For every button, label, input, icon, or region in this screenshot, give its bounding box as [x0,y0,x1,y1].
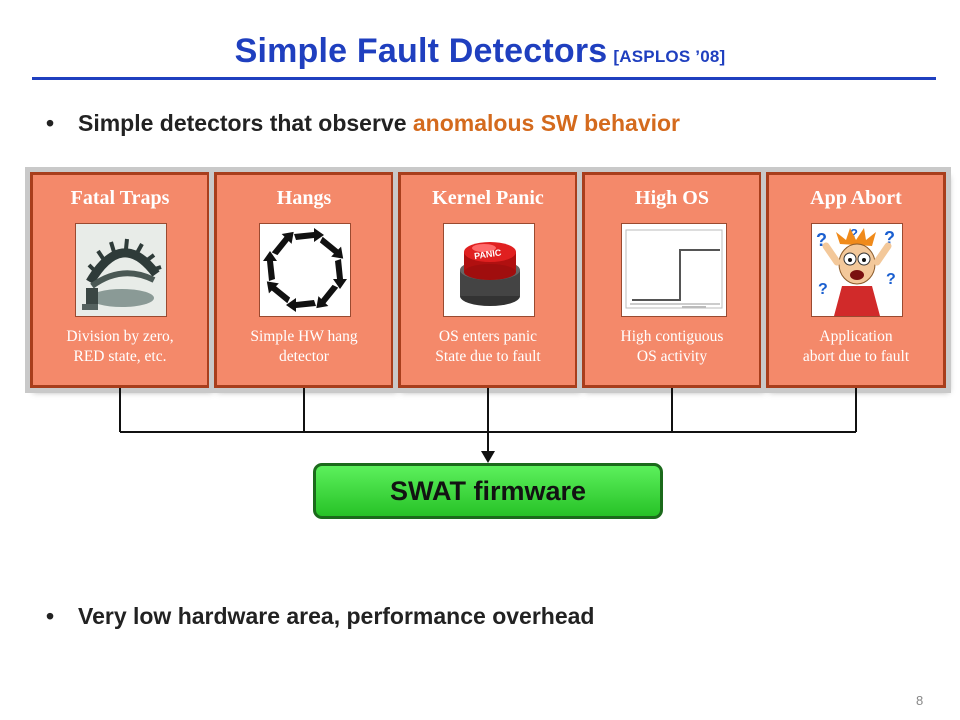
swat-firmware-box: SWAT firmware [313,463,663,519]
card-description: Simple HW hang detector [217,327,391,367]
card-desc-line: OS activity [636,348,708,365]
card-desc-line: Division by zero, [66,328,174,345]
card-desc-line: RED state, etc. [73,348,167,365]
card-title: High OS [635,187,709,209]
trap-icon [75,223,167,317]
bullet-1-highlight: anomalous SW behavior [412,110,680,136]
step-graph-icon [621,223,727,317]
card-desc-line: High contiguous [620,328,724,345]
arrow-head [481,451,495,463]
card-desc-line: abort due to fault [802,348,910,365]
detector-card-high-os: High OS High contiguous OS activity [582,172,762,388]
cycle-arrows-icon [259,223,351,317]
card-title: Kernel Panic [432,187,544,209]
detector-card-app-abort: App Abort ? ? ? ? ? Application abort due… [766,172,946,388]
title-text: Simple Fault Detectors [234,32,608,70]
slide-title: Simple Fault Detectors [ASPLOS ’08] [0,32,960,71]
bullet-2: • Very low hardware area, performance ove… [46,603,594,630]
page-number: 8 [916,693,924,708]
card-description: Division by zero, RED state, etc. [33,327,207,367]
bullet-dot: • [46,603,55,629]
card-desc-line: Simple HW hang [250,328,358,345]
bullet-2-text: Very low hardware area, performance over… [78,603,595,629]
bullet-1: • Simple detectors that observe anomalous… [46,110,680,137]
card-desc-line: Application [819,328,893,345]
detector-card-fatal-traps: Fatal Traps Division by zero, RED state, … [30,172,210,388]
title-citation: [ASPLOS ’08] [613,47,726,66]
svg-text:?: ? [816,230,827,250]
detector-card-hangs: Hangs Simple HW hang detector [214,172,394,388]
card-title: App Abort [810,187,902,209]
card-description: Application abort due to fault [769,327,943,367]
card-desc-line: OS enters panic [438,328,538,345]
panic-button-icon: PANIC [443,223,535,317]
svg-text:?: ? [850,226,858,241]
card-description: High contiguous OS activity [585,327,759,367]
svg-text:?: ? [886,271,896,288]
bullet-dot: • [46,110,55,136]
panicked-man-icon: ? ? ? ? ? [811,223,903,317]
card-title: Fatal Traps [70,187,170,209]
svg-text:?: ? [884,228,895,248]
title-underline [32,77,936,80]
card-desc-line: detector [279,348,329,365]
bullet-1-text: Simple detectors that observe [78,110,413,136]
panic-label: PANIC [473,247,502,261]
svg-text:?: ? [818,281,828,298]
card-title: Hangs [276,187,332,209]
card-desc-line: State due to fault [435,348,541,365]
